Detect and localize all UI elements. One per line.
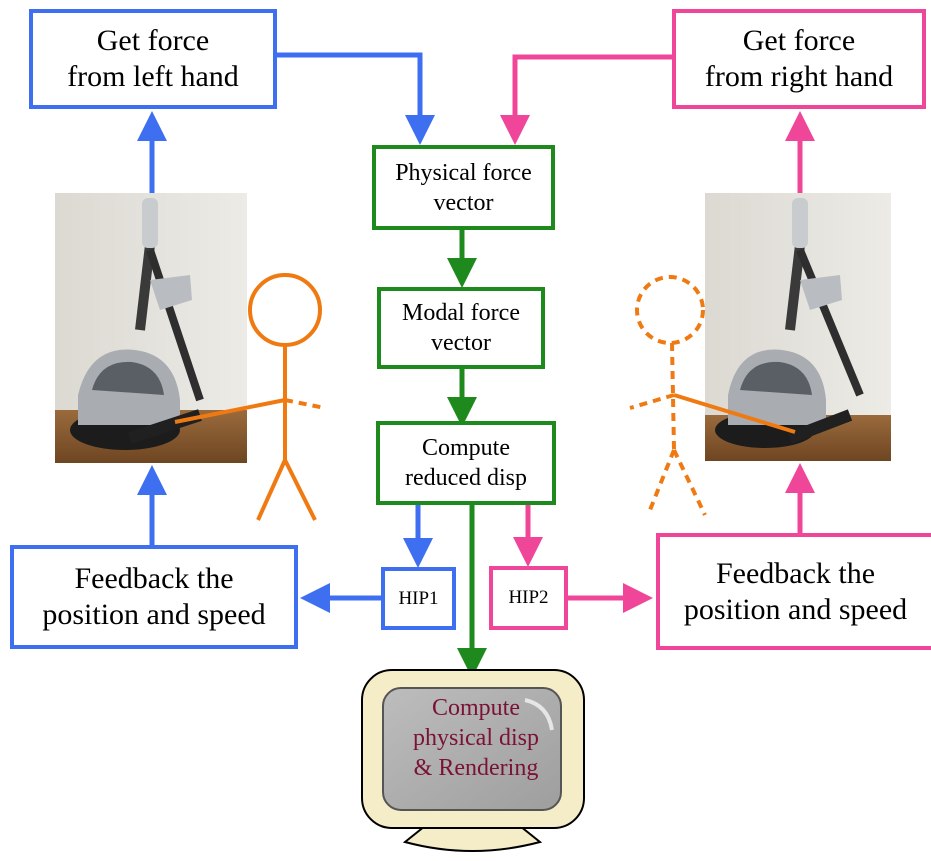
- user-arm-right: [673, 393, 796, 434]
- hip1-box: HIP1: [381, 567, 456, 630]
- left-hand-arrows: [137, 52, 435, 613]
- modal-force-vector-box: Modal force vector: [377, 287, 545, 369]
- feedback-left-box: Feedback the position and speed: [10, 545, 298, 649]
- haptic-device-photo-right: [705, 193, 891, 461]
- hip1-label: HIP1: [398, 587, 439, 609]
- modal-force-vector-label: Modal force vector: [402, 300, 520, 356]
- physical-force-vector-box: Physical force vector: [372, 145, 555, 230]
- physical-force-vector-label: Physical force vector: [395, 159, 532, 216]
- monitor-icon: [361, 669, 585, 852]
- get-force-right-box: Get force from right hand: [672, 9, 926, 109]
- monitor-label: Compute physical disp & Rendering: [413, 695, 539, 781]
- compute-reduced-disp-box: Compute reduced disp: [376, 421, 556, 505]
- user-figure-left: [174, 273, 326, 521]
- right-hand-arrows: [500, 54, 815, 613]
- hip2-box: HIP2: [489, 566, 568, 630]
- haptic-device-photo-left: [55, 193, 247, 463]
- compute-reduced-disp-label: Compute reduced disp: [405, 435, 527, 491]
- user-figure-right: [629, 275, 707, 516]
- core-pipeline-arrows: [447, 230, 487, 678]
- get-force-left-box: Get force from left hand: [29, 9, 277, 109]
- get-force-left-label: Get force from left hand: [67, 24, 239, 93]
- feedback-left-label: Feedback the position and speed: [42, 562, 266, 631]
- get-force-right-label: Get force from right hand: [704, 24, 894, 93]
- feedback-right-box: Feedback the position and speed: [656, 533, 931, 650]
- hip2-label: HIP2: [508, 587, 549, 608]
- feedback-right-label: Feedback the position and speed: [683, 556, 908, 626]
